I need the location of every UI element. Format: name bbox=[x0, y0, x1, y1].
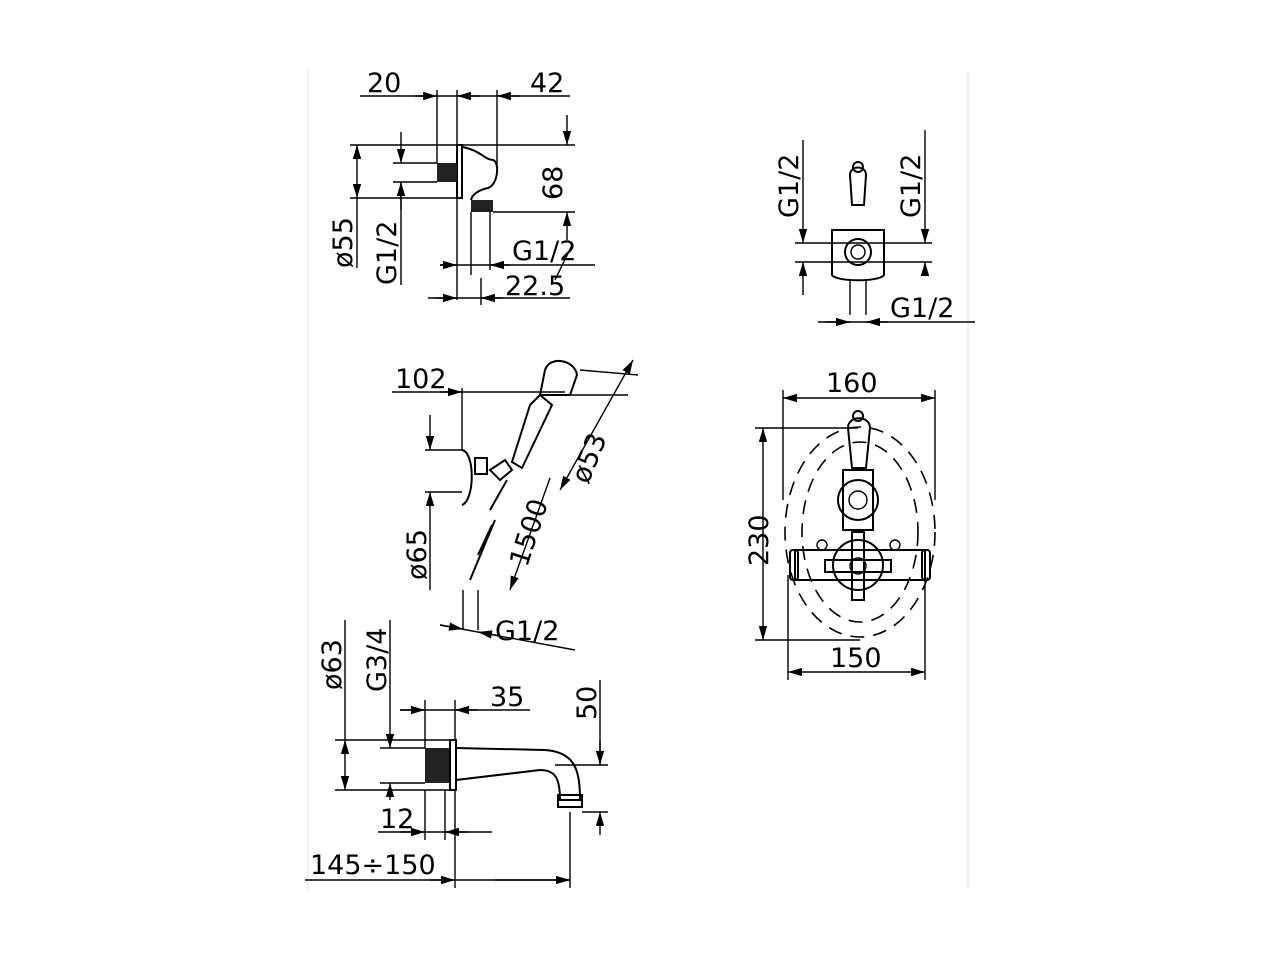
dim-42: 42 bbox=[530, 68, 564, 99]
dim-diameter-65: ø65 bbox=[402, 529, 433, 580]
dim-68: 68 bbox=[538, 166, 569, 200]
dim-inlet-thread: G1/2 bbox=[372, 221, 403, 285]
dim-diameter-53: ø53 bbox=[566, 429, 614, 488]
spout-view: ø63 G3/4 35 50 12 145÷150 bbox=[305, 620, 608, 888]
dim-20: 20 bbox=[367, 68, 401, 99]
dim-bottom-thread: G1/2 bbox=[890, 293, 954, 324]
dim-22-5: 22.5 bbox=[505, 271, 565, 302]
dim-right-thread: G1/2 bbox=[896, 154, 927, 218]
dim-diameter-63: ø63 bbox=[317, 639, 348, 690]
dim-230: 230 bbox=[744, 514, 775, 566]
dim-1500: 1500 bbox=[504, 495, 555, 570]
valve-side-view: G1/2 G1/2 G1/2 bbox=[774, 130, 975, 327]
dim-diameter-55: ø55 bbox=[328, 217, 359, 268]
dim-150: 150 bbox=[830, 643, 882, 674]
dim-50: 50 bbox=[572, 686, 603, 720]
dim-145-150: 145÷150 bbox=[310, 850, 436, 881]
dim-102: 102 bbox=[395, 364, 447, 395]
wall-elbow-view: 20 42 68 ø55 G1/2 G1/2 22.5 bbox=[328, 68, 595, 305]
dim-outlet-thread: G1/2 bbox=[512, 236, 576, 267]
valve-front-view: 160 230 150 bbox=[744, 368, 936, 680]
dim-35: 35 bbox=[490, 682, 524, 713]
dim-spout-thread: G3/4 bbox=[362, 628, 393, 692]
dim-hose-thread: G1/2 bbox=[495, 616, 559, 647]
dim-160: 160 bbox=[826, 368, 878, 399]
hand-shower-view: 102 ø53 ø65 1500 G1/2 bbox=[392, 359, 639, 651]
dim-left-thread: G1/2 bbox=[774, 154, 805, 218]
dim-12: 12 bbox=[380, 804, 414, 835]
